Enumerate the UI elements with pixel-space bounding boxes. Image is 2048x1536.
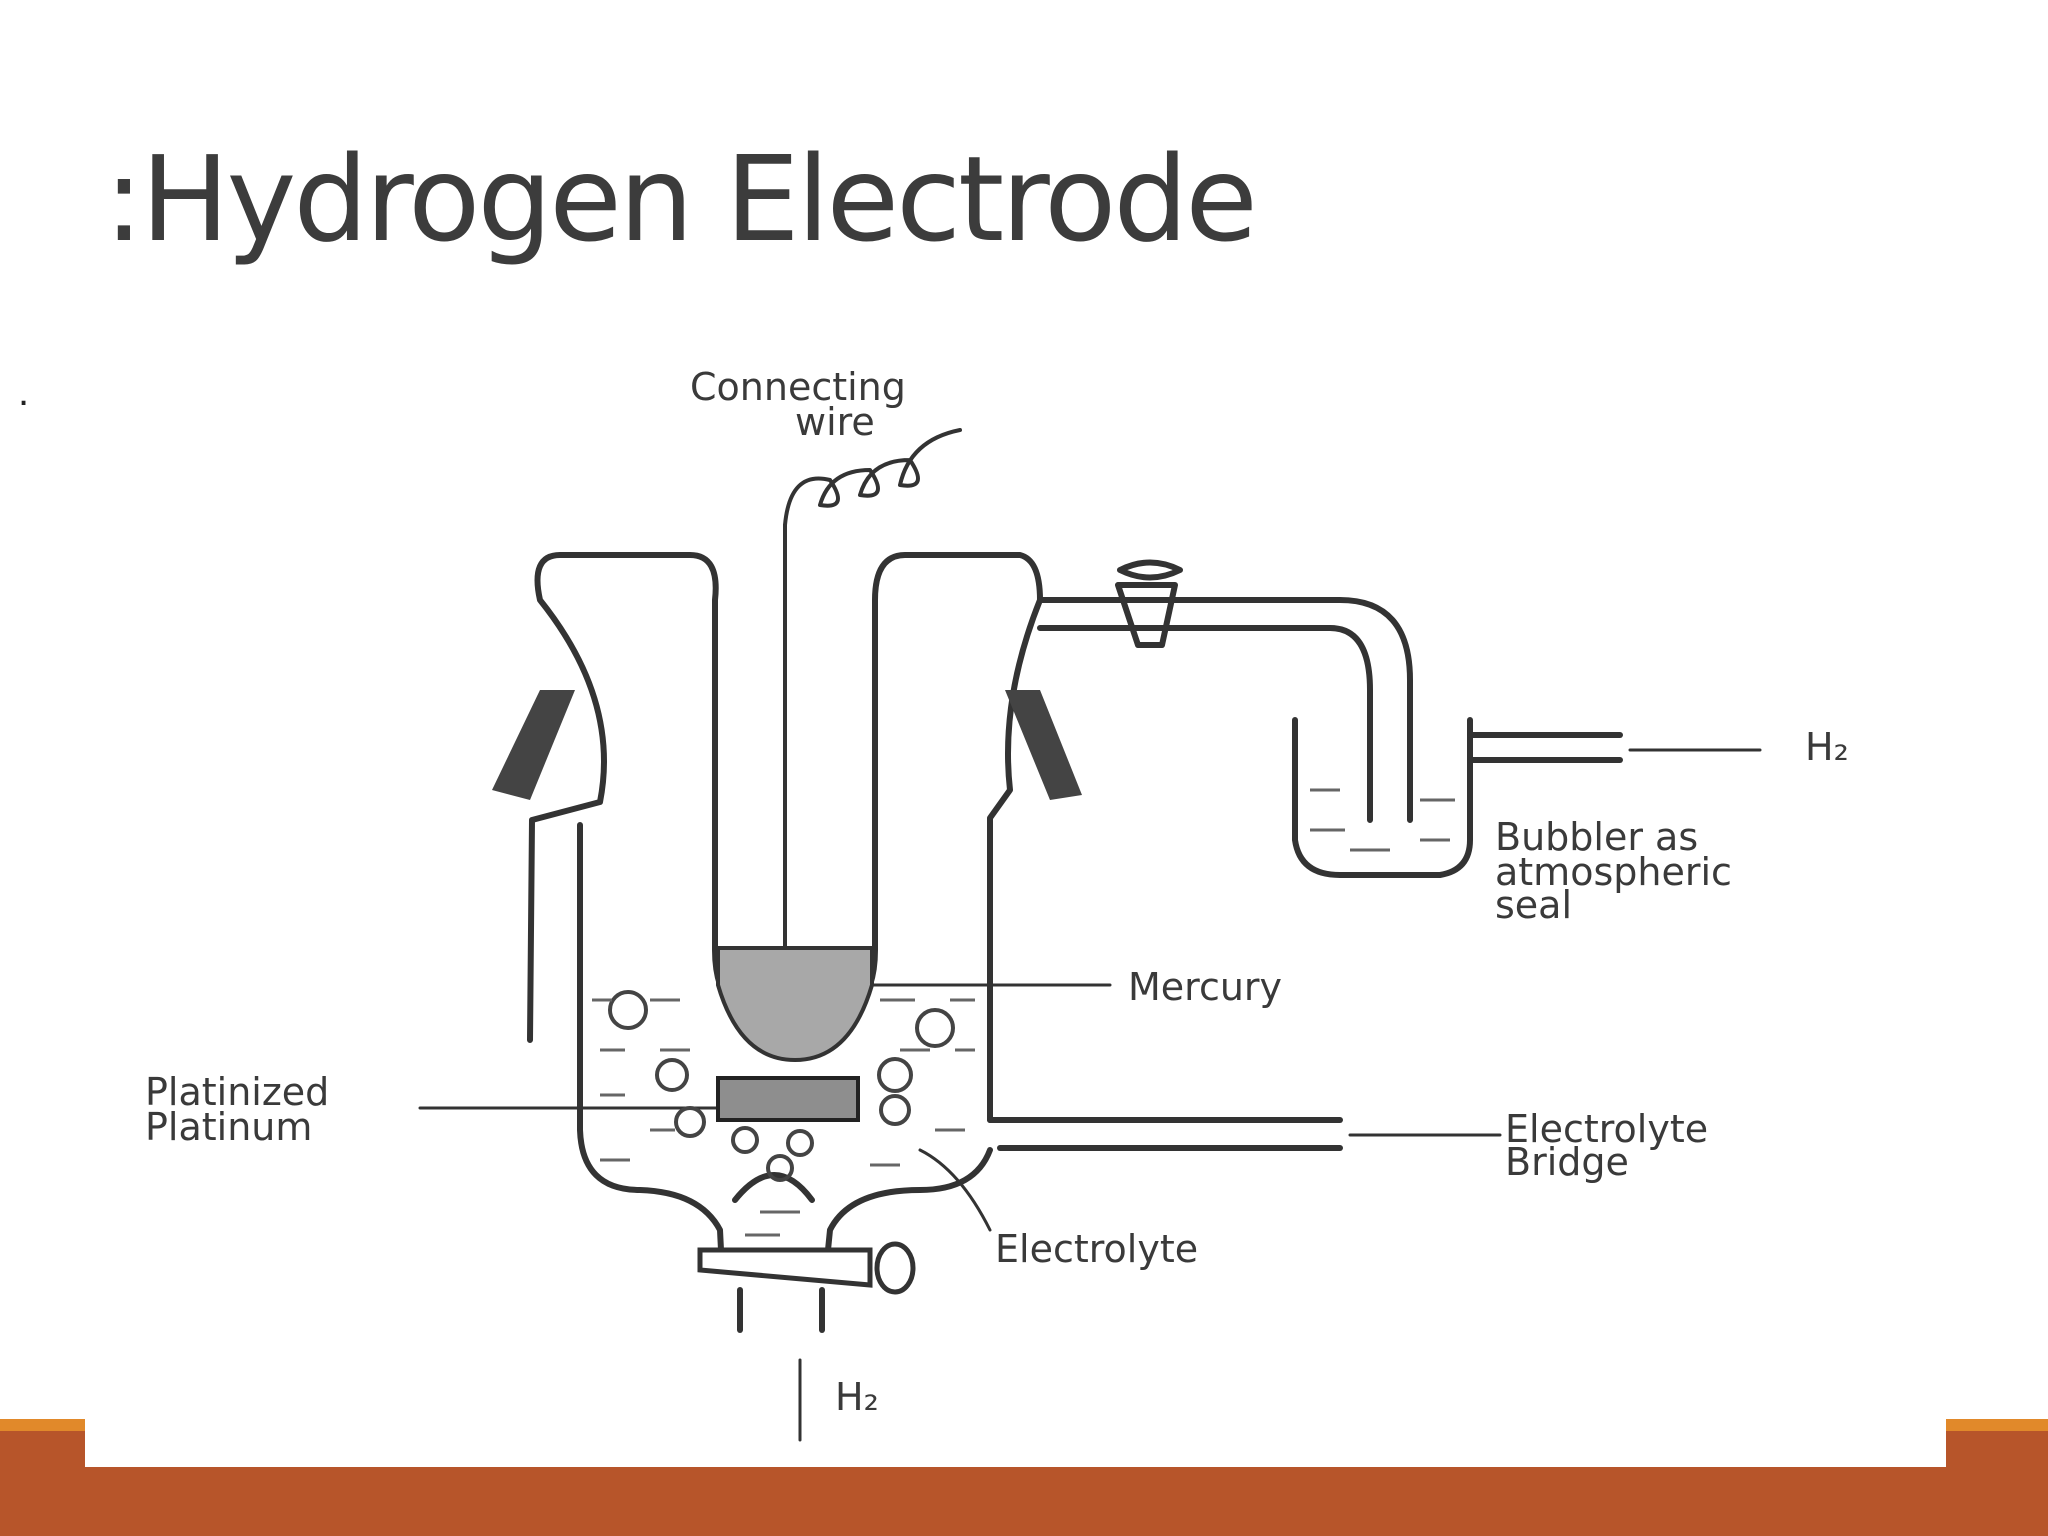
electrolyte-liquid	[592, 788, 1455, 1237]
right-clamp	[1005, 690, 1082, 800]
inlet-stopcock-handle	[874, 1241, 916, 1295]
slide-title: :Hydrogen Electrode	[104, 130, 1258, 268]
footer-right-accent	[1946, 1419, 2048, 1431]
label-electrolyte: Electrolyte	[995, 1227, 1198, 1271]
stopcock	[1115, 582, 1178, 648]
vessel-right-lower	[823, 1147, 993, 1273]
label-bubbler-line1: Bubbler as	[1495, 815, 1698, 859]
mercury-pool	[716, 946, 874, 1063]
label-connecting-wire-line1: Connecting	[690, 365, 906, 409]
inlet-stopcock	[697, 1247, 873, 1288]
vessel-left-lower	[577, 822, 725, 1273]
label-mercury: Mercury	[1128, 965, 1282, 1009]
gas-bubbles	[608, 990, 955, 1182]
label-platinized-line1: Platinized	[145, 1070, 329, 1114]
footer-left-accent	[0, 1419, 85, 1431]
wire-coil	[783, 428, 962, 527]
label-h2-out: H₂	[1805, 725, 1849, 769]
label-bubbler-line3: seal	[1495, 883, 1572, 927]
stopcock-handle	[1117, 559, 1183, 581]
platinum-electrode	[716, 1076, 860, 1122]
bullet-point: .	[18, 370, 30, 414]
label-bridge-line2: Bridge	[1505, 1140, 1629, 1184]
side-arm-top	[1037, 597, 1413, 823]
bubbler-vessel	[1292, 717, 1473, 878]
left-clamp	[492, 690, 575, 800]
label-bridge-line1: Electrolyte	[1505, 1107, 1708, 1151]
vessel-inner-bump	[732, 1172, 815, 1203]
side-arm-bottom	[1037, 625, 1373, 823]
label-bubbler-line2: atmospheric	[1495, 850, 1732, 894]
label-platinized-line2: Platinum	[145, 1105, 312, 1149]
label-h2-in: H₂	[835, 1375, 879, 1419]
footer-bar	[0, 1467, 2048, 1536]
label-connecting-wire-line2: wire	[795, 400, 875, 444]
electrolyte-pointer	[918, 1148, 992, 1232]
